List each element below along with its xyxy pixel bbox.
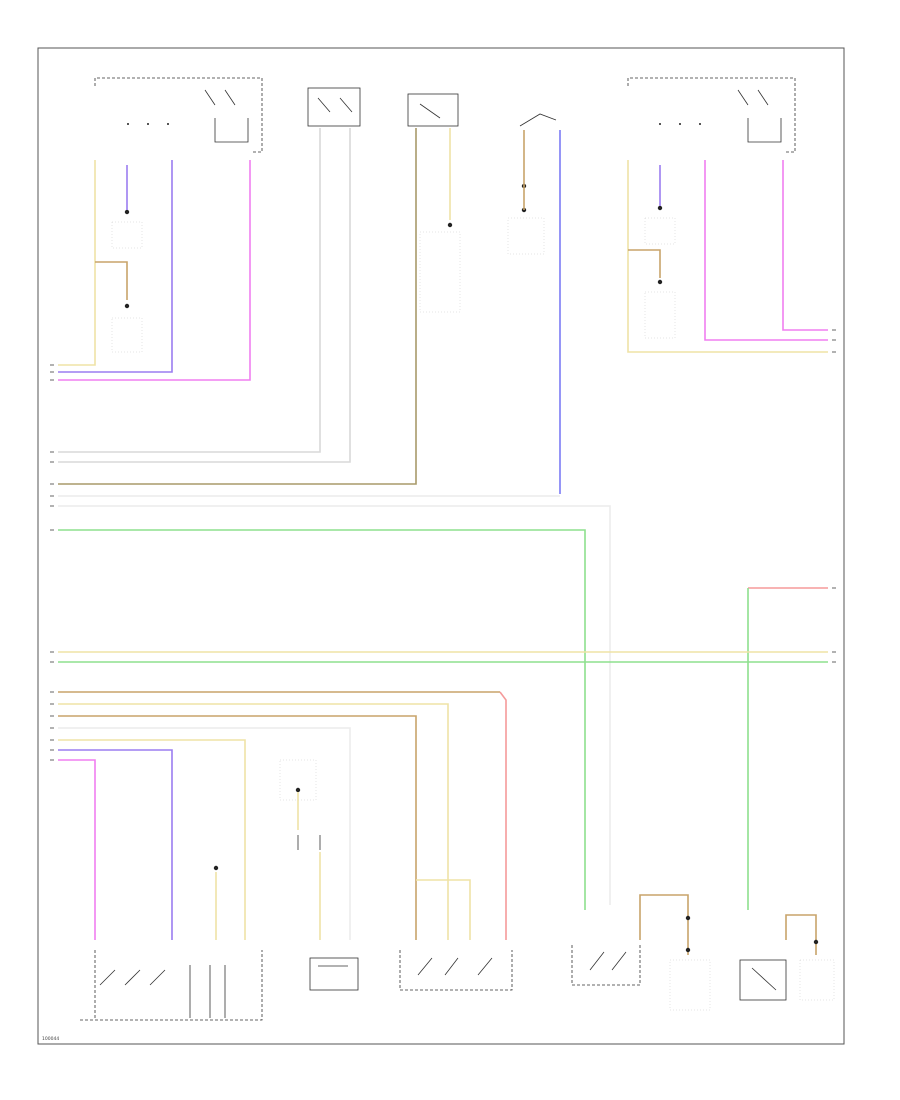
wire-yellow-lower-1: [58, 703, 449, 940]
wire-olive-hood: [58, 128, 417, 485]
right-connector-ticks: [832, 329, 836, 663]
right-switch-box: [739, 914, 835, 1001]
right-front-door-switch-module: [627, 77, 796, 339]
central-switch-assembly: [279, 759, 359, 991]
power-window-switch-block: [399, 879, 513, 991]
diagram-ref-label: 100044: [42, 1036, 59, 1042]
wire-purple-lower: [58, 749, 173, 940]
wire-green-main: [58, 529, 586, 910]
wire-pink-lower: [58, 759, 96, 940]
wire-pink-rf-2: [782, 160, 828, 331]
wire-grey-fuel-2: [58, 128, 351, 463]
wire-pink-lr: [58, 160, 251, 381]
wire-grey-fuel-1: [58, 128, 321, 453]
wire-yellow-lr-1: [58, 160, 96, 366]
wire-grey-mid-2: [58, 505, 611, 905]
wire-purple-lr: [58, 160, 173, 373]
trunk-lid-switch: [507, 113, 557, 255]
wire-tan-lower-2: [58, 715, 417, 940]
left-connector-ticks: [50, 364, 54, 761]
left-rear-door-switch-module: [94, 77, 263, 353]
hood-switch: [407, 93, 461, 313]
wire-grey-lower: [58, 727, 351, 940]
trunk-release-switch: [571, 945, 641, 986]
wire-tan-lr: [95, 261, 128, 300]
wire-yellow-rf: [627, 160, 828, 353]
wire-red-lower: [499, 691, 507, 940]
right-rear-door-switch-module: [80, 865, 263, 1021]
wire-pink-rf: [704, 160, 828, 341]
diagram-border: [37, 47, 845, 1045]
wire-tan-rf: [628, 249, 661, 278]
lower-connector-module: [639, 894, 711, 1011]
fuel-door-switch: [307, 87, 361, 127]
wire-yellow-lower-2: [58, 739, 246, 940]
